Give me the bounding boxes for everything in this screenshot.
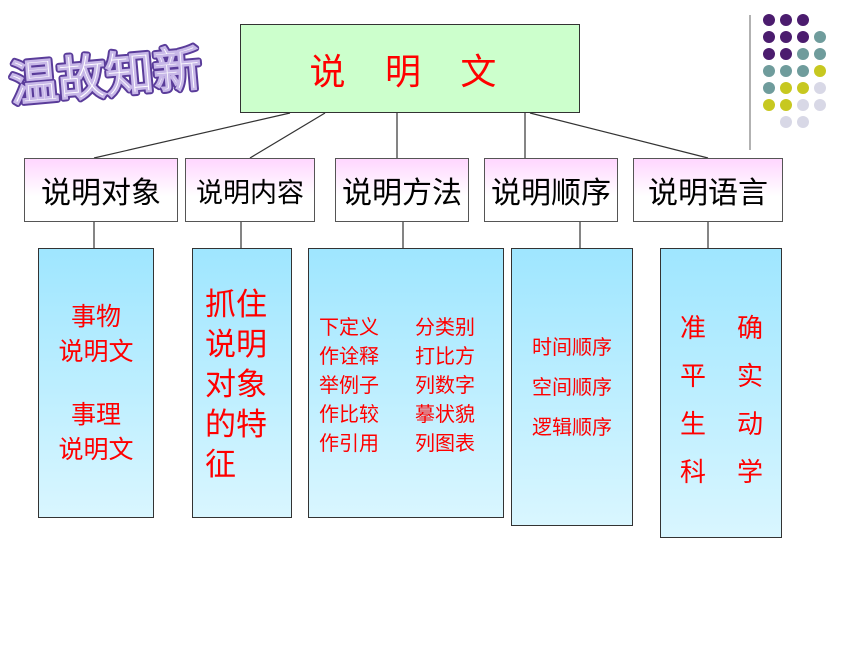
detail-language: 准 平 生 科 确 实 动 学 — [660, 248, 782, 538]
decorative-dot — [797, 31, 809, 43]
decorative-dot — [797, 14, 809, 26]
method-item: 作引用 — [319, 431, 379, 455]
language-char: 平 — [680, 362, 707, 392]
category-content: 说明内容 — [185, 158, 315, 222]
decorative-dot — [814, 82, 826, 94]
content-line: 征 — [205, 447, 236, 483]
detail-methods: 下定义 作诠释 举例子 作比较 作引用 分类别 打比方 列数字 摹状貌 列图表 — [308, 248, 504, 518]
content-line: 说明 — [205, 327, 267, 363]
method-item: 列图表 — [415, 431, 475, 455]
category-label: 说明对象 — [41, 176, 161, 211]
content-line: 对象 — [205, 367, 267, 403]
method-item: 列数字 — [415, 373, 475, 397]
category-label: 说明顺序 — [491, 176, 611, 211]
decorative-dot — [780, 48, 792, 60]
object-type-line: 说明文 — [58, 337, 134, 366]
category-order: 说明顺序 — [484, 158, 618, 222]
object-type-line: 事物 — [70, 302, 121, 331]
root-label: 说 明 文 — [309, 51, 511, 93]
language-char: 生 — [680, 410, 707, 440]
order-item: 时间顺序 — [532, 335, 612, 359]
content-line: 的特 — [205, 407, 267, 443]
decorative-dot — [763, 65, 775, 77]
decorative-dot — [780, 82, 792, 94]
decorative-dot — [797, 82, 809, 94]
language-right-column: 确 实 动 学 — [737, 305, 763, 537]
detail-orders: 时间顺序 空间顺序 逻辑顺序 — [511, 248, 633, 526]
language-char: 确 — [737, 314, 764, 344]
category-label: 说明语言 — [648, 176, 768, 211]
decorative-dot — [763, 31, 775, 43]
decorative-dot — [814, 48, 826, 60]
method-item: 下定义 — [319, 315, 379, 339]
decorative-dot — [814, 65, 826, 77]
decorative-dot — [763, 14, 775, 26]
content-line: 抓住 — [205, 287, 267, 323]
category-label: 说明内容 — [196, 177, 304, 209]
decorative-dot — [797, 99, 809, 111]
category-method: 说明方法 — [335, 158, 469, 222]
root-node: 说 明 文 — [240, 24, 580, 113]
decorative-dot — [780, 31, 792, 43]
language-char: 动 — [737, 410, 764, 440]
methods-right-column: 分类别 打比方 列数字 摹状貌 列图表 — [415, 313, 475, 517]
decorative-dot — [780, 65, 792, 77]
decorative-dot — [797, 65, 809, 77]
decorative-dot — [797, 48, 809, 60]
decorative-dot — [763, 48, 775, 60]
detail-content: 抓住 说明 对象 的特 征 — [192, 248, 292, 518]
category-language: 说明语言 — [633, 158, 783, 222]
decorative-dot — [814, 31, 826, 43]
object-type-line: 事理 — [70, 400, 121, 429]
order-item: 空间顺序 — [532, 375, 612, 399]
language-char: 准 — [680, 314, 707, 344]
decorative-dot-grid — [749, 14, 826, 150]
method-item: 作比较 — [319, 402, 379, 426]
method-item: 摹状貌 — [415, 402, 475, 426]
method-item: 分类别 — [415, 315, 475, 339]
language-char: 科 — [680, 458, 707, 488]
method-item: 举例子 — [319, 373, 379, 397]
language-char: 学 — [737, 458, 764, 488]
decorative-dot — [780, 99, 792, 111]
language-char: 实 — [737, 362, 764, 392]
decorative-dot — [780, 14, 792, 26]
method-item: 作诠释 — [319, 344, 379, 368]
heading-title: 温故知新 温故知新 — [5, 38, 206, 110]
language-left-column: 准 平 生 科 — [680, 305, 737, 537]
decorative-dot — [797, 116, 809, 128]
object-type-line: 说明文 — [58, 435, 134, 464]
order-item: 逻辑顺序 — [532, 415, 612, 439]
methods-left-column: 下定义 作诠释 举例子 作比较 作引用 — [319, 313, 415, 517]
category-label: 说明方法 — [342, 176, 462, 211]
decorative-dot — [763, 99, 775, 111]
decorative-dot — [763, 82, 775, 94]
method-item: 打比方 — [415, 344, 475, 368]
category-object: 说明对象 — [24, 158, 178, 222]
decorative-dot — [780, 116, 792, 128]
detail-object-types: 事物 说明文 事理 说明文 — [38, 248, 154, 518]
decorative-dot — [814, 99, 826, 111]
